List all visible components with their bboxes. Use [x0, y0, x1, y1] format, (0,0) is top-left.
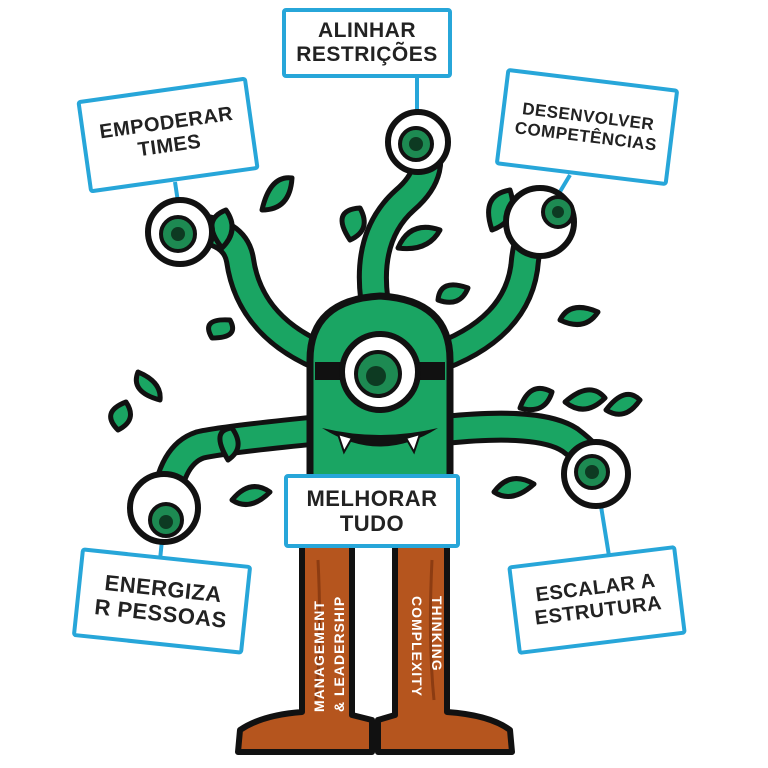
label-empoderar-text: EMPODERAR TIMES [98, 102, 235, 162]
leaf [217, 425, 241, 463]
leaf [395, 224, 443, 252]
leaf [435, 282, 471, 305]
label-desenvolver-competencias: DESENVOLVER COMPETÊNCIAS [494, 67, 680, 187]
label-melhorar-tudo: MELHORAR TUDO [284, 474, 460, 548]
leaf [603, 391, 643, 417]
label-alinhar-text: ALINHAR RESTRIÇÕES [296, 18, 438, 66]
label-energizar-pessoas: ENERGIZA R PESSOAS [71, 547, 253, 655]
leaf [517, 386, 555, 413]
leaf [229, 484, 273, 507]
leaf [108, 399, 133, 433]
fang-left [336, 432, 354, 455]
leaf [209, 207, 235, 251]
leaves [108, 175, 643, 507]
upper-left-eye [145, 197, 215, 267]
left-leg-text-line2: & LEADERSHIP [331, 596, 347, 712]
left-leg [235, 527, 375, 755]
lower-right-eye [561, 439, 631, 509]
leaf [206, 317, 236, 341]
leaf [557, 305, 601, 327]
label-melhorar-text: MELHORAR TUDO [306, 485, 438, 536]
left-leg-text-line1: MANAGEMENT [311, 600, 327, 712]
upper-right-eye [503, 185, 577, 259]
leaf [259, 175, 295, 213]
right-leg-text-line2: THINKING [429, 596, 445, 672]
leaf [339, 205, 367, 243]
label-desenvolver-text: DESENVOLVER COMPETÊNCIAS [513, 99, 658, 155]
leaf [133, 369, 163, 403]
central-eye [339, 331, 421, 413]
label-escalar-text: ESCALAR A ESTRUTURA [533, 569, 664, 630]
connector-escalar [598, 499, 612, 563]
eyes [127, 109, 631, 545]
label-alinhar-restricoes: ALINHAR RESTRIÇÕES [282, 8, 452, 78]
leaf [491, 476, 537, 499]
leaf [562, 387, 608, 412]
top-eye [385, 109, 451, 175]
lower-left-eye [127, 471, 201, 545]
label-energizar-text: ENERGIZA R PESSOAS [93, 569, 229, 633]
right-leg-text-line1: COMPLEXITY [409, 596, 425, 697]
fang-right [404, 432, 422, 455]
right-leg [375, 527, 515, 755]
